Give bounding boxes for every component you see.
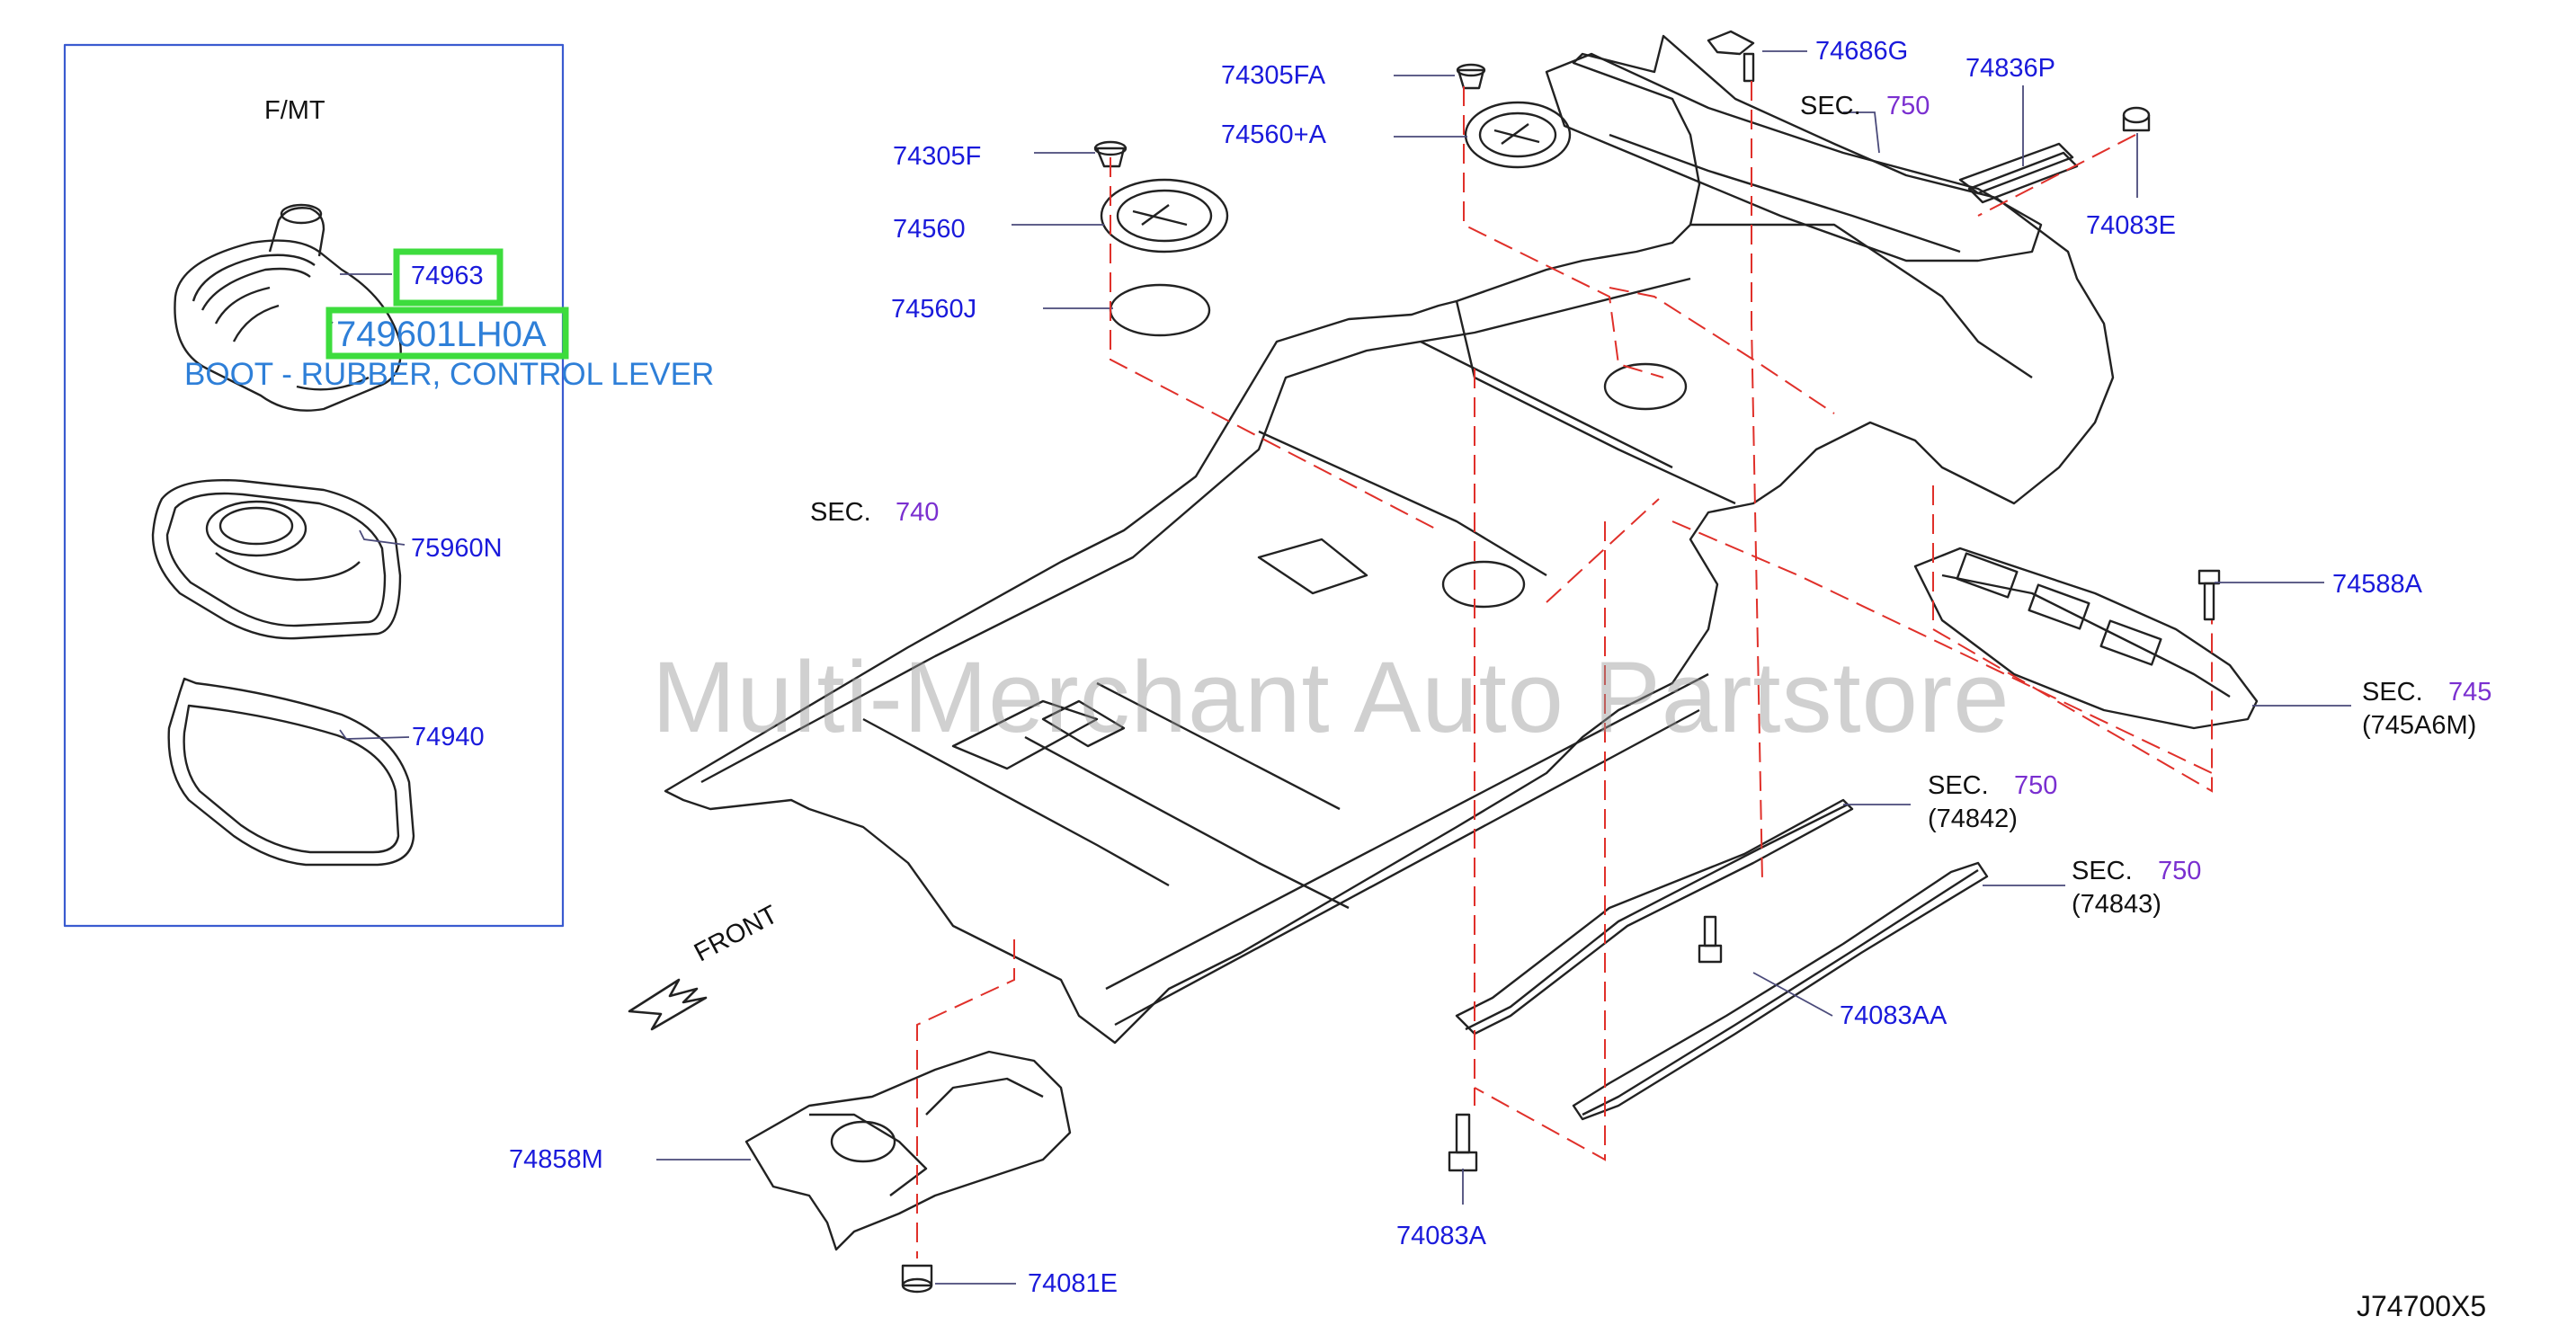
part-label-74083E[interactable]: 74083E	[2086, 211, 2176, 240]
sec-ref-750-a-prefix: SEC.	[1928, 771, 1989, 800]
floor-panel-drawing	[664, 34, 2115, 1045]
sec-ref-750-b-prefix: SEC.	[2072, 857, 2133, 885]
nut-74081E-drawing	[901, 1264, 933, 1294]
inset-title: F/MT	[264, 96, 325, 125]
sec-ref-740-prefix: SEC.	[810, 498, 871, 527]
sec-ref-750-top-prefix: SEC.	[1800, 92, 1861, 120]
ring-74560J-drawing	[1109, 283, 1211, 337]
clip-74305FA-drawing	[1456, 63, 1486, 90]
part-label-74963[interactable]: 74963	[411, 262, 484, 290]
part-label-74858M[interactable]: 74858M	[509, 1145, 603, 1174]
part-description: BOOT - RUBBER, CONTROL LEVER	[184, 357, 715, 392]
part-label-74560J[interactable]: 74560J	[891, 295, 977, 324]
rear-floor-drawing	[1545, 52, 2043, 262]
rail-74843-drawing	[1572, 861, 1989, 1121]
part-label-74081E[interactable]: 74081E	[1028, 1269, 1118, 1298]
part-label-74305FA[interactable]: 74305FA	[1221, 61, 1326, 90]
part-label-74083AA[interactable]: 74083AA	[1840, 1001, 1948, 1030]
sec-ref-740-number[interactable]: 740	[896, 498, 940, 527]
bracket-74836P-drawing	[1958, 142, 2079, 204]
part-label-74940[interactable]: 74940	[412, 723, 485, 751]
sec-ref-750-b-sub: (74843)	[2072, 890, 2162, 919]
bolt-74083A-drawing	[1448, 1113, 1478, 1172]
leader-lines	[327, 50, 2351, 1285]
sec-ref-745-prefix: SEC.	[2362, 678, 2423, 707]
part-label-74560A[interactable]: 74560+A	[1221, 120, 1326, 149]
seal-75960N-drawing	[151, 479, 402, 640]
inset-frame	[63, 43, 565, 928]
plug-74560-drawing	[1100, 178, 1229, 253]
part-label-74588A[interactable]: 74588A	[2332, 570, 2422, 599]
bolt-74083E-drawing	[2122, 106, 2151, 132]
sec-ref-745-number[interactable]: 745	[2448, 678, 2492, 707]
clip-74686G-drawing	[1707, 30, 1755, 83]
rail-74842-drawing	[1455, 798, 1854, 1036]
front-arrow-icon	[628, 978, 708, 1031]
plug-74560A-drawing	[1464, 101, 1572, 169]
part-label-74083A[interactable]: 74083A	[1396, 1222, 1486, 1250]
part-label-75960N[interactable]: 75960N	[411, 534, 503, 563]
diagram-code: J74700X5	[2357, 1290, 2487, 1322]
sec-ref-750-a-sub: (74842)	[1928, 805, 2018, 833]
cover-74858M-drawing	[744, 1050, 1072, 1251]
rubber-boot-drawing	[174, 203, 402, 412]
part-label-74305F[interactable]: 74305F	[893, 142, 982, 171]
part-label-74836P[interactable]: 74836P	[1965, 54, 2055, 83]
bolt-74083AA-drawing	[1698, 915, 1723, 964]
sec-ref-750-top-number[interactable]: 750	[1886, 92, 1930, 120]
clip-74305F-drawing	[1093, 140, 1128, 168]
bolt-74588A-drawing	[2197, 569, 2221, 621]
highlight-box-74963	[393, 248, 504, 307]
part-label-74686G[interactable]: 74686G	[1815, 37, 1909, 66]
dashed-lines	[916, 81, 2213, 1258]
highlight-box-749601LH0A	[325, 307, 569, 360]
part-label-74560[interactable]: 74560	[893, 215, 966, 244]
part-number-749601LH0A[interactable]: 749601LH0A	[336, 315, 547, 354]
sec-ref-745-sub: (745A6M)	[2362, 711, 2477, 740]
gasket-74940-drawing	[167, 677, 415, 867]
member-plate-drawing	[1913, 547, 2259, 730]
sec-ref-750-b-number[interactable]: 750	[2158, 857, 2202, 885]
sec-ref-750-a-number[interactable]: 750	[2014, 771, 2058, 800]
watermark: Multi-Merchant Auto Partstore	[652, 641, 2010, 753]
